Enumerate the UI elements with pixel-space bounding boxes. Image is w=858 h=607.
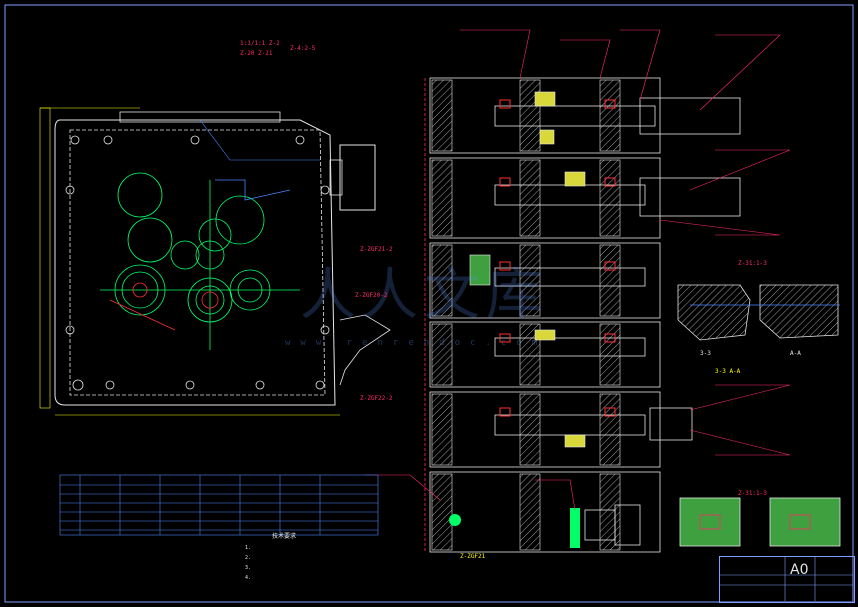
parts-list-table	[59, 474, 379, 536]
right-tag-1: Z-31:1-3	[738, 490, 767, 497]
section-detail-views	[677, 284, 841, 547]
gearbox-housing-view	[39, 107, 391, 416]
watermark-url: www.renrendoc.com	[285, 338, 548, 348]
left-tag-3: Z-ZGF22-2	[360, 395, 393, 402]
sheet-border	[4, 4, 854, 603]
tech-note-3: 3.	[245, 565, 252, 571]
section-label-2: A-A	[790, 350, 801, 357]
tech-requirements-title: 技术要求	[272, 533, 297, 540]
left-tag-2: Z-ZGF20-2	[355, 292, 388, 299]
gear-label-2: Z-20 Z-21	[240, 50, 273, 57]
gear-blocks	[469, 91, 586, 448]
tech-note-2: 2.	[245, 555, 252, 561]
gear-label-3: Z-4:2-5	[290, 45, 316, 52]
gear-circle-icon	[117, 172, 163, 218]
gear-label-1: 1:1/1:1 Z-2	[240, 40, 280, 47]
section-caption: 3-3 A-A	[715, 368, 741, 375]
sheet-size-label: A0	[790, 562, 809, 578]
bearing-markers	[499, 99, 616, 417]
shaft-icon	[494, 97, 741, 441]
left-tag-1: Z-ZGF21-2	[360, 246, 393, 253]
watermark-text: 人人文库	[300, 263, 548, 328]
section-label-1: 3-3	[700, 350, 711, 357]
tech-note-4: 4.	[245, 575, 252, 581]
tech-note-1: 1.	[245, 545, 252, 551]
bottom-detail-caption: Z-ZGF21	[460, 553, 486, 560]
title-block	[719, 556, 855, 603]
shaft-section-stack	[424, 77, 661, 553]
title-block-grid	[719, 556, 853, 601]
right-tag-2: Z-31:1-3	[738, 260, 767, 267]
